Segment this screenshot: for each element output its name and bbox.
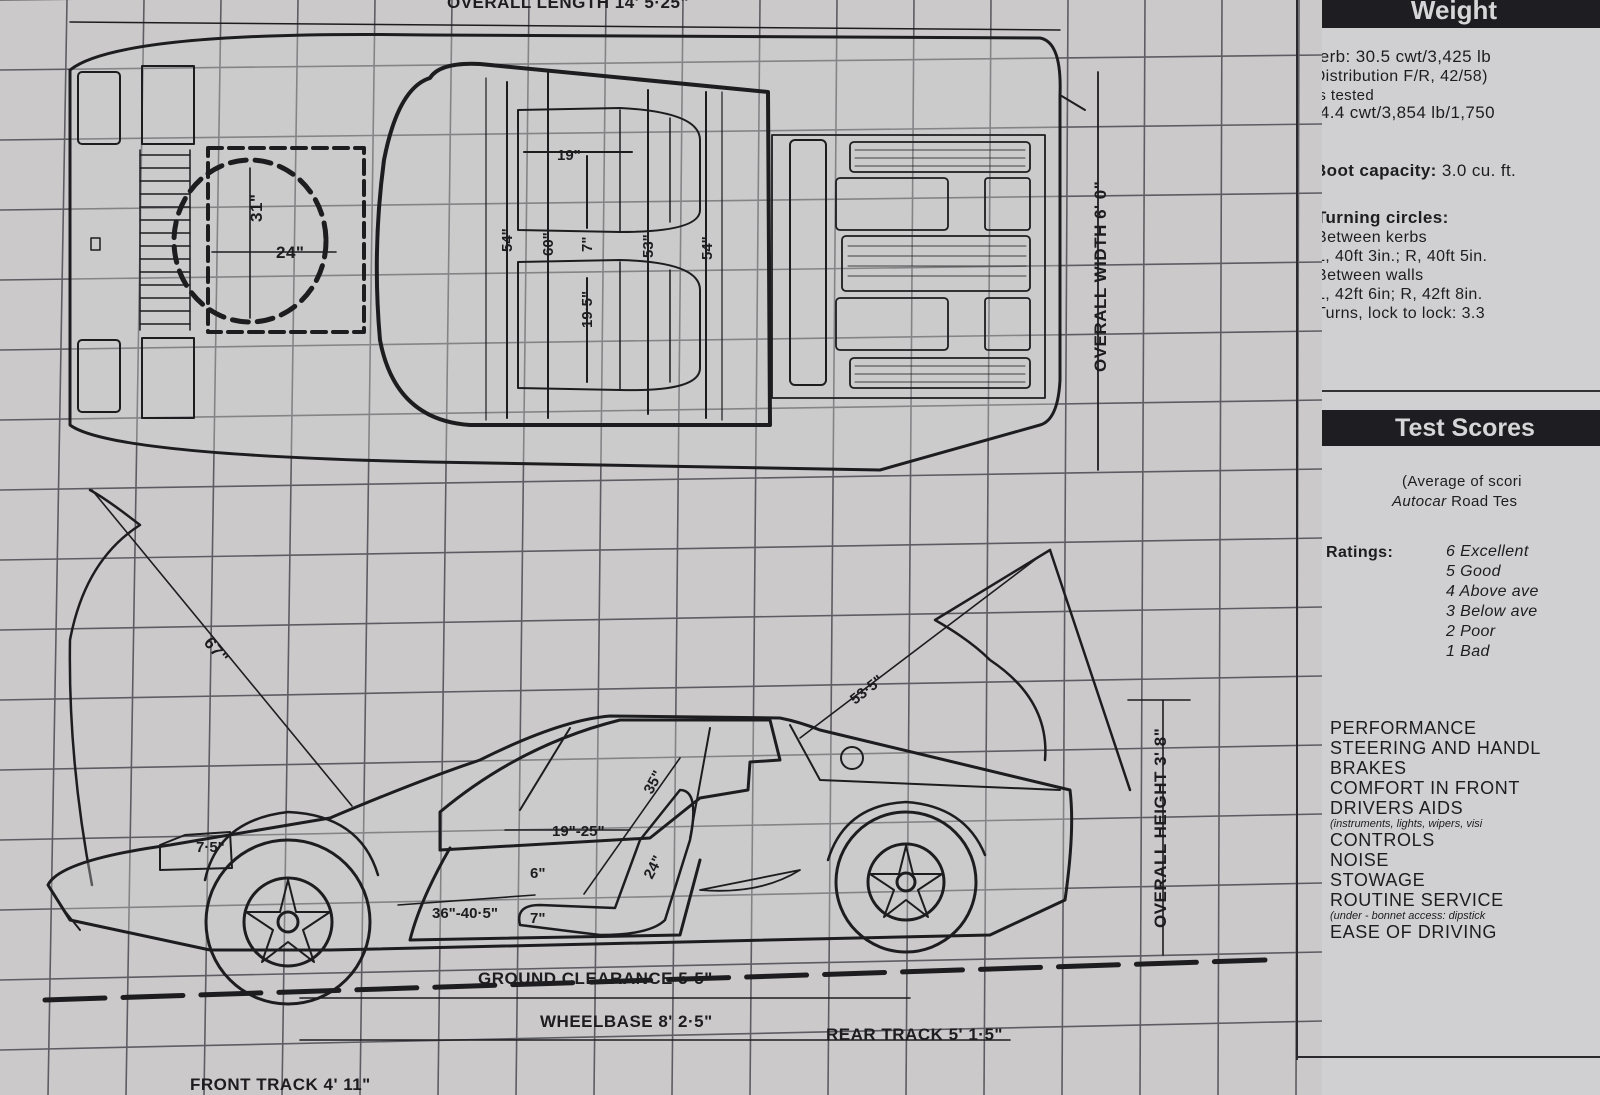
- score-drivers-aids: DRIVERS AIDS: [1330, 798, 1464, 818]
- as-tested-label: As tested: [1322, 87, 1375, 104]
- kerb-weight: Kerb: 30.5 cwt/3,425 lb: [1322, 47, 1492, 66]
- dim-54-left-label: 54": [499, 228, 516, 252]
- boot-capacity-label: Boot capacity:: [1322, 161, 1437, 180]
- side-dimension-labels: 67" 53·5" 35" 19"-25" 24" 6" 36"-40·5" 7…: [190, 633, 1170, 1094]
- ground-clearance-label: GROUND CLEARANCE 5·5": [478, 969, 713, 988]
- score-performance: PERFORMANCE: [1330, 718, 1477, 738]
- dim-53-label: 53": [640, 234, 657, 258]
- car-dimension-diagram: OVERALL LENGTH 14' 5·25" OVERALL WIDTH 6…: [0, 0, 1322, 1095]
- test-scores-heading-text: Test Scores: [1395, 414, 1535, 442]
- boot-capacity: Boot capacity: 3.0 cu. ft.: [1322, 161, 1516, 180]
- rating-item: 6 Excellent: [1446, 543, 1529, 560]
- score-categories: PERFORMANCE STEERING AND HANDL BRAKES CO…: [1330, 718, 1541, 942]
- score-drivers-aids-note: (instruments, lights, wipers, visi: [1330, 818, 1483, 830]
- score-ease-of-driving: EASE OF DRIVING: [1330, 922, 1498, 942]
- front-track-label: FRONT TRACK 4' 11": [190, 1075, 371, 1094]
- dim-60-label: 60": [540, 232, 557, 256]
- score-steering-handling: STEERING AND HANDL: [1330, 738, 1541, 758]
- between-walls-label: Between walls: [1322, 267, 1424, 284]
- side-view: [42, 488, 1268, 1041]
- weight-heading-text: Weight: [1410, 0, 1498, 25]
- measurement-grid: [0, 0, 1322, 1095]
- dim-7-label: 7": [579, 237, 596, 252]
- weight-distribution: (Distribution F/R, 42/58): [1322, 68, 1488, 85]
- seat-width-front-label: 19": [557, 147, 581, 164]
- dim-19-25-label: 19"-25": [552, 823, 605, 840]
- rating-item: 1 Bad: [1446, 643, 1490, 660]
- score-stowage: STOWAGE: [1330, 870, 1426, 890]
- rating-item: 4 Above ave: [1446, 583, 1539, 600]
- turns-lock-to-lock: Turns, lock to lock: 3.3: [1322, 305, 1486, 322]
- turning-circles-heading: Turning circles:: [1322, 208, 1449, 227]
- score-controls: CONTROLS: [1330, 830, 1435, 850]
- dim-7-5-label: 7·5": [196, 839, 225, 856]
- bottom-rule: [1296, 1056, 1600, 1058]
- average-note-line1: (Average of scori: [1402, 473, 1522, 490]
- as-tested-weight: 34.4 cwt/3,854 lb/1,750: [1322, 103, 1495, 122]
- rating-item: 3 Below ave: [1446, 603, 1538, 620]
- rating-item: 5 Good: [1446, 563, 1501, 580]
- rear-wheel: [834, 810, 978, 954]
- ratings-list: 6 Excellent 5 Good 4 Above ave 3 Below a…: [1446, 542, 1539, 662]
- score-noise: NOISE: [1330, 850, 1390, 870]
- score-comfort-front: COMFORT IN FRONT: [1330, 778, 1520, 798]
- overall-height-label: OVERALL HEIGHT 3' 8": [1151, 728, 1170, 928]
- between-kerbs-label: Between kerbs: [1322, 229, 1428, 246]
- seat-width-rear-label: 19·5": [579, 291, 596, 328]
- road-test-text: Road Tes: [1446, 493, 1518, 510]
- dim-36-40-5-label: 36"-40·5": [432, 905, 498, 922]
- between-kerbs-value: L, 40ft 3in.; R, 40ft 5in.: [1322, 248, 1488, 265]
- score-routine-service-note: (under - bonnet access: dipstick: [1330, 910, 1486, 922]
- spec-column: Weight Kerb: 30.5 cwt/3,425 lb (Distribu…: [1322, 0, 1600, 1095]
- plan-view: [68, 21, 1099, 472]
- overall-width-label: OVERALL WIDTH 6' 0": [1091, 181, 1110, 372]
- section-divider: [1322, 390, 1600, 392]
- front-wheel: [204, 838, 372, 1006]
- between-walls-value: L, 42ft 6in; R, 42ft 8in.: [1322, 286, 1483, 303]
- overall-length-label: OVERALL LENGTH 14' 5·25": [447, 0, 689, 12]
- autocar-name: Autocar: [1392, 493, 1447, 510]
- rating-item: 2 Poor: [1446, 623, 1496, 640]
- plan-dimension-labels: OVERALL LENGTH 14' 5·25" OVERALL WIDTH 6…: [247, 0, 1110, 372]
- average-note-line2: Autocar Road Tes: [1392, 492, 1517, 511]
- dim-54-right-label: 54": [699, 236, 716, 260]
- ratings-label: Ratings:: [1326, 544, 1394, 561]
- boot-width-label: 24": [276, 243, 304, 262]
- wheelbase-label: WHEELBASE 8' 2·5": [540, 1012, 713, 1031]
- score-brakes: BRAKES: [1330, 758, 1407, 778]
- dim-6-label: 6": [530, 865, 545, 882]
- dim-7-side-label: 7": [530, 910, 545, 927]
- rear-track-label: REAR TRACK 5' 1·5": [826, 1025, 1003, 1044]
- weight-heading: Weight: [1322, 0, 1600, 28]
- score-routine-service: ROUTINE SERVICE: [1330, 890, 1504, 910]
- test-scores-heading: Test Scores: [1322, 410, 1600, 446]
- boot-capacity-value: 3.0 cu. ft.: [1441, 161, 1517, 180]
- column-divider: [1296, 0, 1298, 1060]
- boot-depth-label: 31": [247, 194, 266, 222]
